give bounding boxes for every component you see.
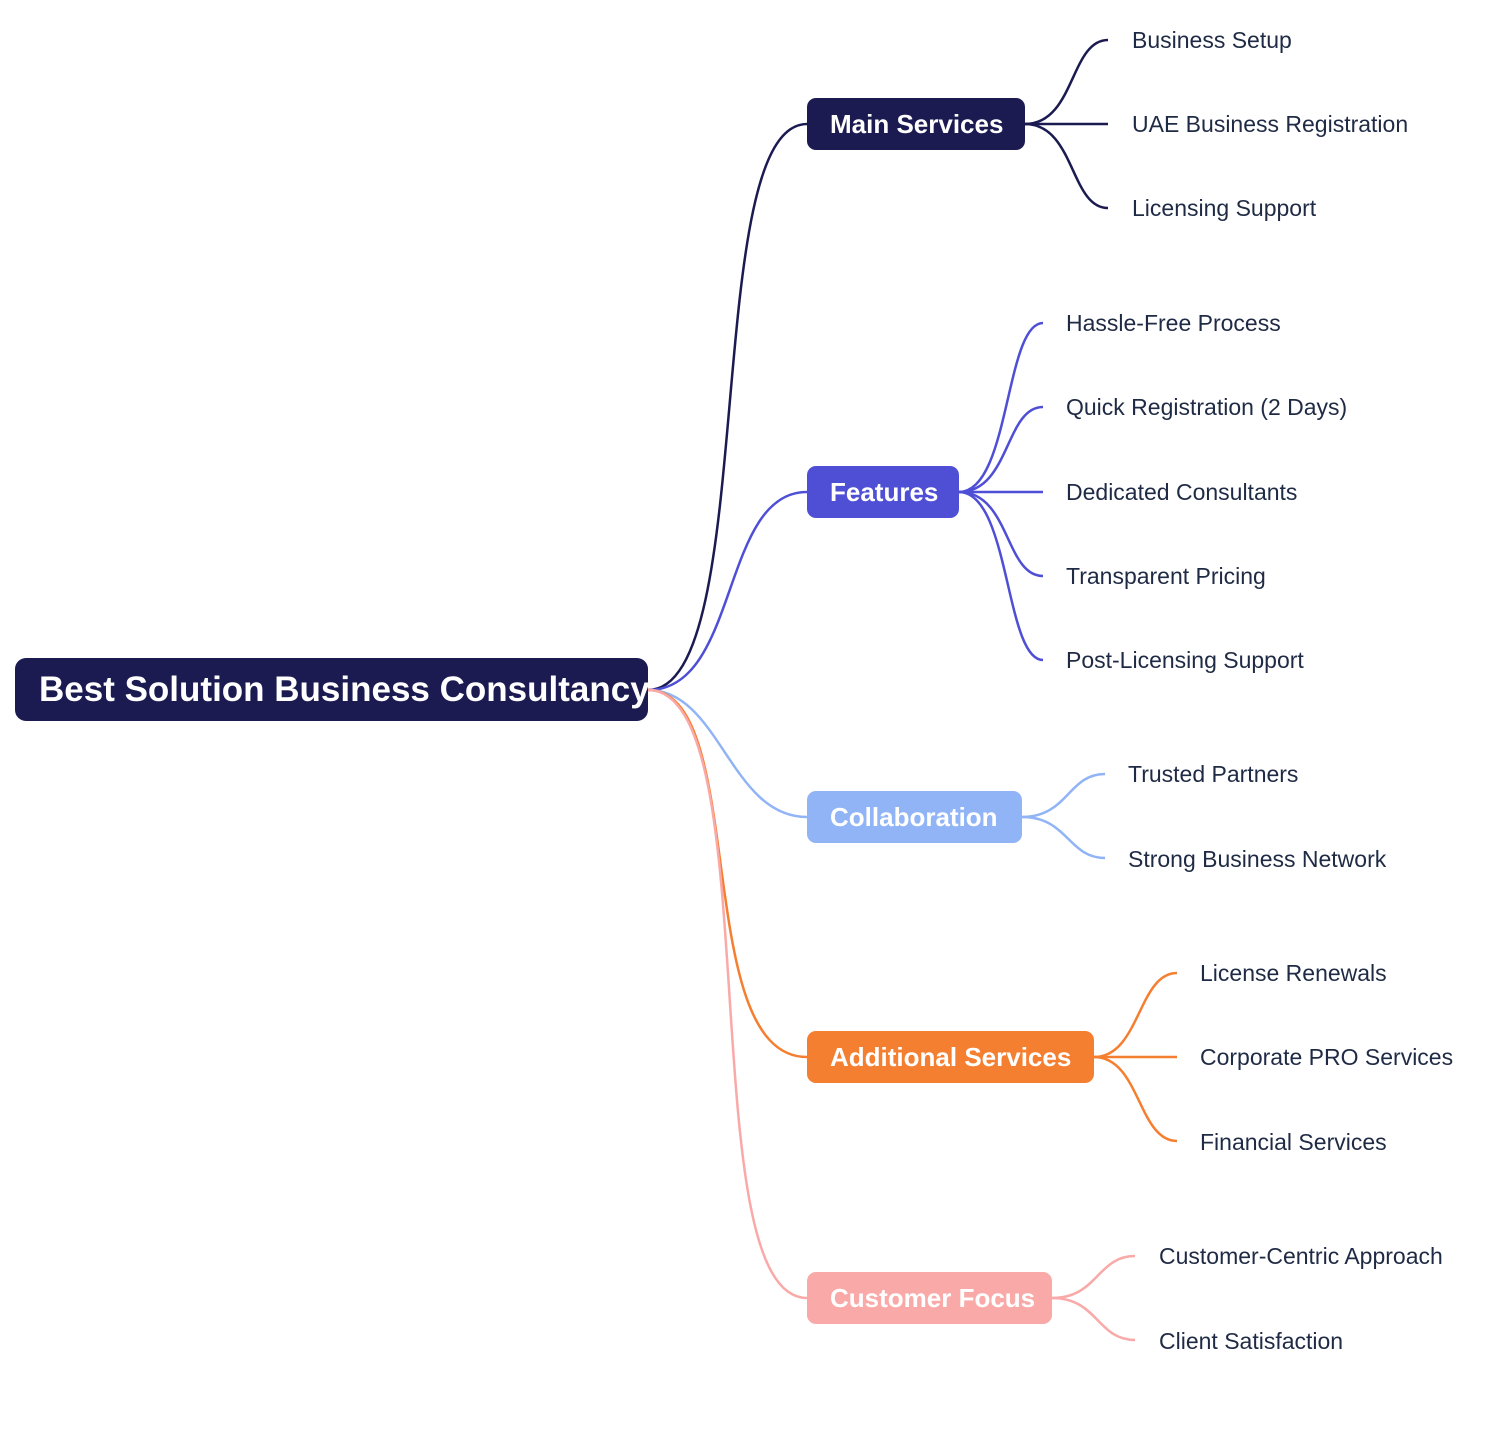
edge-features-transparent-pricing bbox=[958, 490, 1044, 578]
branch-additional-services[interactable]: Additional Services bbox=[807, 1031, 1094, 1083]
branch-customer-focus[interactable]: Customer Focus bbox=[807, 1272, 1052, 1324]
leaf-customer-centric-approach[interactable]: Customer-Centric Approach bbox=[1159, 1243, 1443, 1269]
root-node[interactable]: Best Solution Business Consultancy bbox=[15, 658, 650, 721]
leaf-trusted-partners[interactable]: Trusted Partners bbox=[1128, 761, 1299, 787]
leaf-strong-business-network[interactable]: Strong Business Network bbox=[1128, 846, 1387, 872]
leaf-post-licensing-support[interactable]: Post-Licensing Support bbox=[1066, 647, 1304, 673]
branch-features[interactable]: Features bbox=[807, 466, 959, 518]
edge-root-main-services bbox=[647, 122, 808, 692]
edge-features-quick-registration bbox=[958, 405, 1044, 494]
edge-additional-financial-services bbox=[1093, 1055, 1178, 1143]
edge-root-collaboration bbox=[647, 688, 808, 819]
leaf-licensing-support[interactable]: Licensing Support bbox=[1132, 195, 1317, 221]
leaf-financial-services[interactable]: Financial Services bbox=[1200, 1129, 1387, 1155]
edge-features-hassle-free bbox=[958, 321, 1044, 494]
edge-customer-focus-client-satisfaction bbox=[1051, 1296, 1136, 1342]
edge-main-services-business-setup bbox=[1024, 38, 1109, 126]
leaf-corporate-pro-services[interactable]: Corporate PRO Services bbox=[1200, 1044, 1454, 1070]
leaf-uae-business-registration[interactable]: UAE Business Registration bbox=[1132, 111, 1409, 137]
edge-collaboration-business-network bbox=[1021, 815, 1106, 860]
leaf-client-satisfaction[interactable]: Client Satisfaction bbox=[1159, 1328, 1344, 1354]
edge-additional-license-renewals bbox=[1093, 971, 1178, 1059]
leaf-business-setup[interactable]: Business Setup bbox=[1132, 27, 1292, 53]
edge-root-features bbox=[647, 490, 808, 692]
edge-collaboration-trusted-partners bbox=[1021, 772, 1106, 819]
leaf-hassle-free-process[interactable]: Hassle-Free Process bbox=[1066, 310, 1281, 336]
leaf-quick-registration[interactable]: Quick Registration (2 Days) bbox=[1066, 394, 1348, 420]
leaf-license-renewals[interactable]: License Renewals bbox=[1200, 960, 1387, 986]
edge-main-services-licensing-support bbox=[1024, 122, 1109, 210]
edge-customer-focus-centric-approach bbox=[1051, 1254, 1136, 1300]
edge-root-customer-focus bbox=[647, 688, 808, 1300]
edge-root-additional-services bbox=[647, 688, 808, 1059]
branch-main-services[interactable]: Main Services bbox=[807, 98, 1025, 150]
edge-features-post-licensing bbox=[958, 490, 1044, 662]
branch-collaboration[interactable]: Collaboration bbox=[807, 791, 1022, 843]
leaf-transparent-pricing[interactable]: Transparent Pricing bbox=[1066, 563, 1266, 589]
leaf-dedicated-consultants[interactable]: Dedicated Consultants bbox=[1066, 479, 1298, 505]
